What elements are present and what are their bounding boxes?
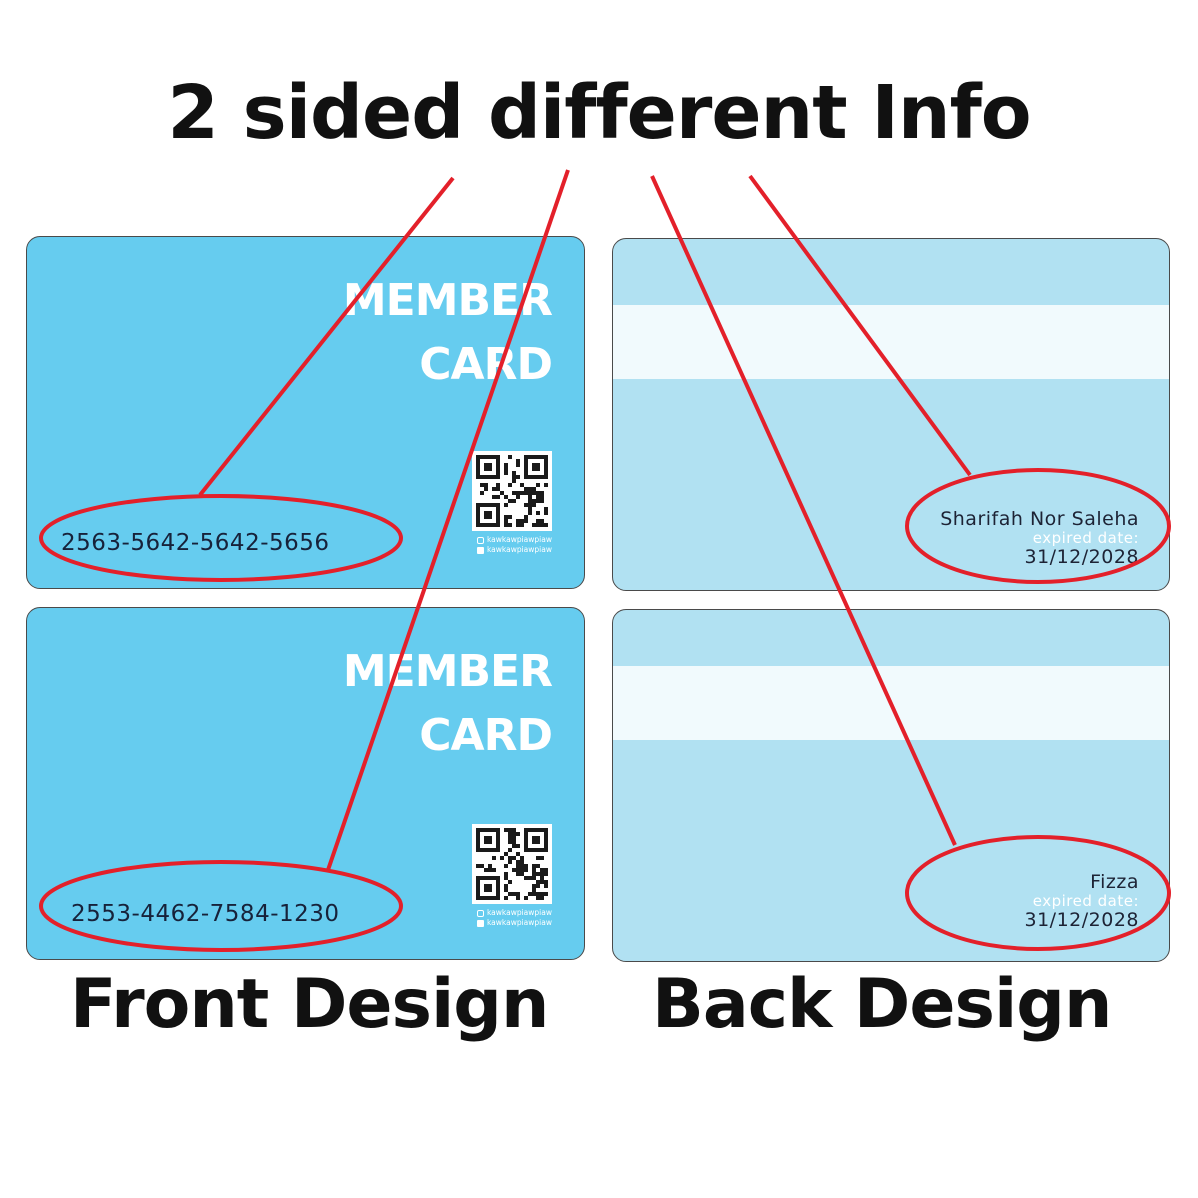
member-title-line2: CARD [419, 710, 553, 761]
front-card-2: MEMBER CARD kawkawpiawpiaw kawkawpiawpia… [26, 607, 585, 960]
facebook-icon [476, 546, 484, 554]
facebook-handle: kawkawpiawpiaw [486, 545, 552, 554]
member-card-title: MEMBER CARD [342, 269, 553, 397]
member-card-title: MEMBER CARD [342, 640, 553, 768]
holder-name: Sharifah Nor Saleha [940, 508, 1139, 530]
expiry-date: 31/12/2028 [1024, 546, 1139, 568]
member-title-line1: MEMBER [342, 646, 553, 697]
expiry-label: expired date: [1032, 529, 1139, 547]
instagram-icon [476, 536, 484, 544]
facebook-icon [476, 919, 484, 927]
social-handles: kawkawpiawpiaw kawkawpiawpiaw [468, 908, 552, 928]
caption-back: Back Design [652, 965, 1112, 1044]
back-info: Sharifah Nor Saleha expired date: 31/12/… [940, 508, 1139, 568]
back-info: Fizza expired date: 31/12/2028 [1024, 871, 1139, 931]
facebook-handle: kawkawpiawpiaw [486, 918, 552, 927]
card-number: 2553-4462-7584-1230 [71, 901, 340, 927]
member-title-line2: CARD [419, 339, 553, 390]
front-card-1: MEMBER CARD kawkawpiawpiaw kawkawpiawpia… [26, 236, 585, 589]
back-card-1: Sharifah Nor Saleha expired date: 31/12/… [612, 238, 1170, 591]
instagram-handle: kawkawpiawpiaw [486, 908, 552, 917]
instagram-handle: kawkawpiawpiaw [486, 535, 552, 544]
magnetic-stripe [613, 305, 1169, 379]
social-handles: kawkawpiawpiaw kawkawpiawpiaw [468, 535, 552, 555]
headline: 2 sided different Info [167, 70, 1031, 156]
back-card-2: Fizza expired date: 31/12/2028 [612, 609, 1170, 962]
holder-name: Fizza [1090, 871, 1139, 893]
qr-code-icon [472, 451, 552, 531]
expiry-date: 31/12/2028 [1024, 909, 1139, 931]
qr-code-icon [472, 824, 552, 904]
expiry-label: expired date: [1032, 892, 1139, 910]
instagram-icon [476, 909, 484, 917]
caption-front: Front Design [70, 965, 549, 1044]
magnetic-stripe [613, 666, 1169, 740]
member-title-line1: MEMBER [342, 275, 553, 326]
card-number: 2563-5642-5642-5656 [61, 530, 330, 556]
